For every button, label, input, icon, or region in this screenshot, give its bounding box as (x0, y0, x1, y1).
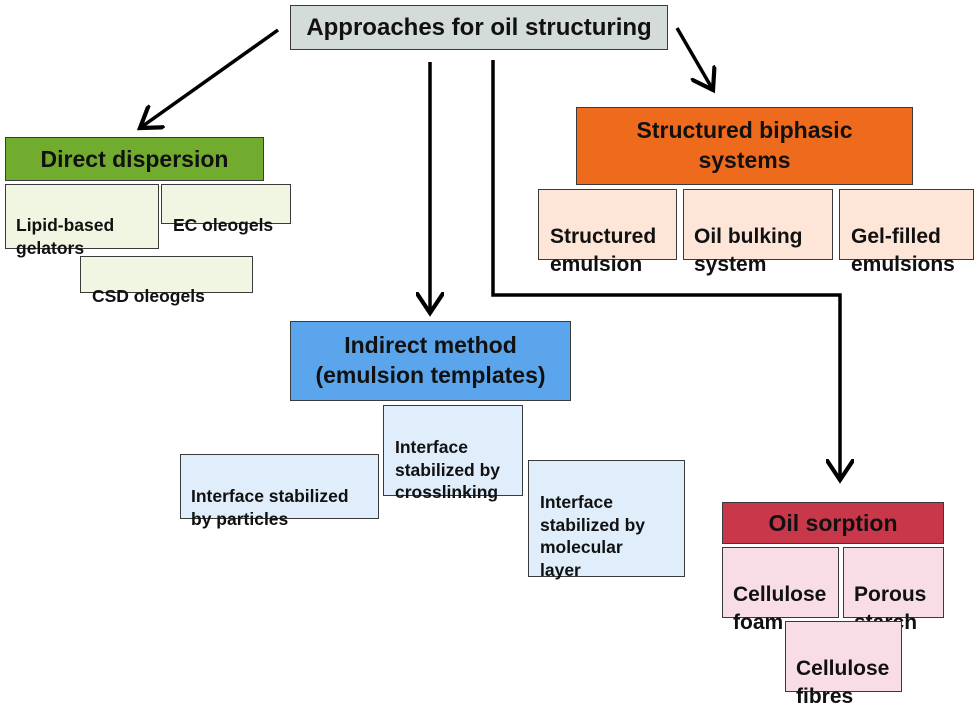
csd-oleogels-label: CSD oleogels (92, 285, 205, 306)
ec-oleogels-box: EC oleogels (161, 184, 291, 235)
cellulose-fibres-box: Cellulose fibres (785, 621, 902, 708)
arrow-to-oil-sorption (491, 60, 840, 480)
direct-dispersion-label: Direct dispersion (40, 145, 229, 172)
gel-filled-emulsions-label: Gel-filled emulsions (851, 225, 955, 276)
interface-particles-label: Interface stabilized by particles (191, 485, 349, 529)
oil-sorption-box: Oil sorption (722, 502, 944, 544)
porous-starch-box: Porous starch (843, 547, 944, 634)
ec-oleogels-label: EC oleogels (173, 214, 274, 235)
root-box: Approaches for oil structuring (290, 5, 668, 50)
indirect-method-box: Indirect method (emulsion templates) (290, 321, 571, 401)
structured-emulsion-label: Structured emulsion (550, 225, 657, 276)
oil-bulking-system-label: Oil bulking system (694, 225, 803, 276)
interface-molecular-layer-label: Interface stabilized by molecular layer (540, 491, 646, 580)
oil-sorption-label: Oil sorption (768, 509, 898, 536)
cellulose-foam-box: Cellulose foam (722, 547, 839, 634)
structured-emulsion-box: Structured emulsion (538, 189, 677, 276)
arrow-to-direct-dispersion (140, 28, 280, 128)
indirect-method-label: Indirect method (emulsion templates) (315, 332, 546, 388)
structured-biphasic-box: Structured biphasic systems (576, 107, 913, 185)
interface-molecular-layer-box: Interface stabilized by molecular layer (528, 460, 685, 580)
gel-filled-emulsions-box: Gel-filled emulsions (839, 189, 974, 276)
lipid-based-gelators-label: Lipid-based gelators (16, 214, 115, 258)
arrow-to-structured-biphasic (675, 27, 713, 90)
interface-crosslinking-label: Interface stabilized by crosslinking (395, 436, 501, 503)
oil-bulking-system-box: Oil bulking system (683, 189, 833, 276)
lipid-based-gelators-box: Lipid-based gelators (5, 184, 159, 258)
structured-biphasic-label: Structured biphasic systems (636, 117, 853, 173)
cellulose-foam-label: Cellulose foam (733, 583, 827, 634)
direct-dispersion-box: Direct dispersion (5, 137, 264, 181)
root-label: Approaches for oil structuring (306, 13, 652, 41)
interface-particles-box: Interface stabilized by particles (180, 454, 379, 529)
interface-crosslinking-box: Interface stabilized by crosslinking (383, 405, 523, 502)
csd-oleogels-box: CSD oleogels (80, 256, 253, 306)
